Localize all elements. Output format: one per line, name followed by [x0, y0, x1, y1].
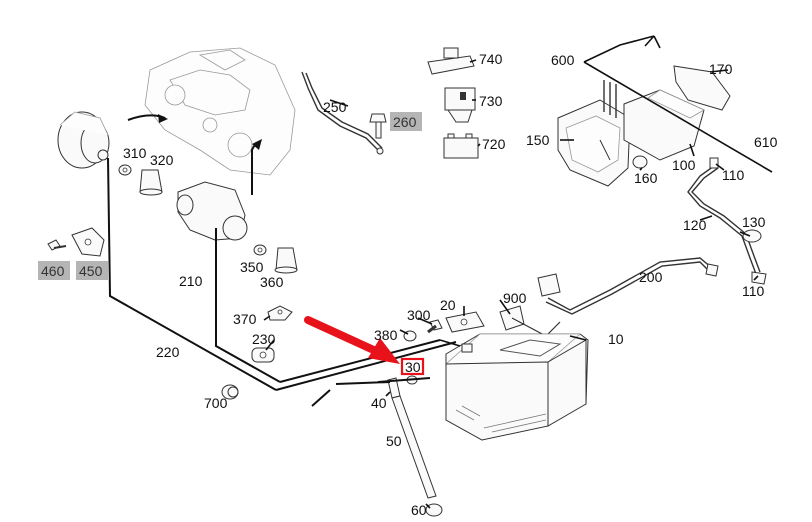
leader-lines: [263, 59, 759, 509]
label-20[interactable]: 20: [440, 297, 456, 313]
battery-720-icon: [443, 133, 479, 159]
ground-cable-250-icon: [301, 71, 384, 155]
bolt-300-icon: [427, 319, 443, 334]
label-740[interactable]: 740: [479, 51, 503, 67]
starter-illustration: [176, 181, 248, 241]
label-370[interactable]: 370: [233, 311, 257, 327]
label-380[interactable]: 380: [374, 327, 398, 343]
engine-illustration: [127, 47, 296, 195]
label-700[interactable]: 700: [204, 395, 228, 411]
plate-20-icon: [445, 311, 485, 333]
nut-160-icon: [632, 155, 648, 169]
part-labels: 10 20 30 40 50 60 100 110 110 120 130 15…: [41, 51, 778, 518]
label-360[interactable]: 360: [260, 274, 284, 290]
label-50[interactable]: 50: [386, 433, 402, 449]
label-900[interactable]: 900: [503, 290, 527, 306]
label-460[interactable]: 460: [41, 263, 65, 279]
nut-350-icon: [253, 244, 267, 256]
bracket-370-icon: [267, 305, 293, 321]
boot-360-icon: [274, 247, 298, 274]
cable-120-icon: [687, 157, 767, 285]
label-260[interactable]: 260: [393, 114, 417, 130]
battery-tray-150-icon: [557, 99, 631, 187]
label-310[interactable]: 310: [123, 145, 147, 161]
shaded-label-bg-450: [76, 261, 108, 280]
label-60[interactable]: 60: [411, 502, 427, 518]
label-730[interactable]: 730: [479, 93, 503, 109]
vent-rod-50-icon: [391, 395, 437, 499]
label-100[interactable]: 100: [672, 157, 696, 173]
clip-130-icon: [742, 229, 762, 243]
label-250[interactable]: 250: [323, 99, 347, 115]
grommet-700-icon: [221, 384, 239, 400]
bolt-260-icon: [369, 113, 387, 139]
label-120[interactable]: 120: [683, 217, 707, 233]
label-610[interactable]: 610: [754, 134, 778, 150]
label-720[interactable]: 720: [482, 136, 506, 152]
highlight-box-30: [400, 357, 425, 376]
cable-200-icon: [537, 257, 719, 315]
label-600[interactable]: 600: [551, 52, 575, 68]
label-150[interactable]: 150: [526, 132, 550, 148]
label-220[interactable]: 220: [156, 344, 180, 360]
battery-10-icon: [444, 333, 589, 441]
label-30[interactable]: 30: [405, 359, 421, 375]
clip-230-icon: [251, 347, 275, 363]
relay-740-icon: [427, 47, 475, 75]
cover-900-icon: [499, 305, 561, 337]
wiring-harness: [107, 157, 457, 407]
label-350[interactable]: 350: [240, 259, 264, 275]
shaded-label-bg-260: [390, 112, 422, 131]
alternator-illustration: [57, 111, 110, 169]
nut-310-icon: [118, 164, 132, 176]
label-170[interactable]: 170: [709, 61, 733, 77]
label-40[interactable]: 40: [371, 395, 387, 411]
fuse-box-730-icon: [444, 87, 476, 123]
label-210[interactable]: 210: [179, 273, 203, 289]
shaded-label-bg-460: [38, 261, 70, 280]
label-160[interactable]: 160: [634, 170, 658, 186]
label-320[interactable]: 320: [150, 152, 174, 168]
bolt-460-icon: [47, 239, 67, 251]
boot-320-icon: [139, 169, 163, 196]
label-130[interactable]: 130: [742, 214, 766, 230]
highlight-arrow-icon: [304, 316, 400, 364]
label-110b[interactable]: 110: [742, 283, 765, 299]
label-300[interactable]: 300: [407, 307, 431, 323]
label-230[interactable]: 230: [252, 331, 276, 347]
label-110a[interactable]: 110: [722, 167, 745, 183]
label-10[interactable]: 10: [608, 331, 624, 347]
bracket-450-icon: [71, 227, 105, 257]
battery-box-100-icon: [623, 89, 705, 161]
label-450[interactable]: 450: [79, 263, 103, 279]
label-200[interactable]: 200: [639, 269, 663, 285]
